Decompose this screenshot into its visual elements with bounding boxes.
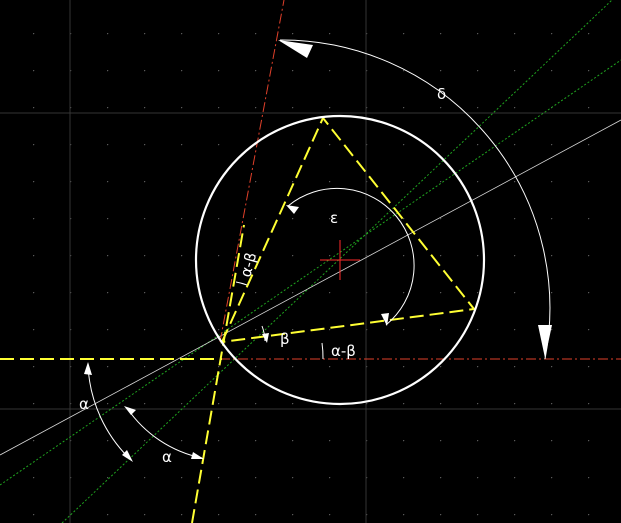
dimension-beta[interactable]: β	[261, 325, 290, 348]
dimension-epsilon[interactable]: ε	[286, 187, 415, 326]
label-alpha-left: α	[79, 395, 89, 413]
label-beta: β	[280, 330, 290, 348]
delta-arrowhead-top	[278, 40, 313, 58]
alpha-bottom-arrowhead-bottom	[191, 452, 204, 459]
label-alpha-bottom: α	[162, 448, 172, 466]
label-epsilon: ε	[330, 209, 338, 227]
dimension-alpha-bottom[interactable]: α	[124, 406, 204, 466]
beta-arrowhead	[262, 333, 269, 343]
dimension-delta[interactable]: δ	[278, 39, 552, 360]
alpha-bottom-arrowhead-top	[124, 406, 136, 415]
dimension-alpha-minus-beta-bottom[interactable]: α-β	[321, 342, 356, 360]
label-delta: δ	[437, 85, 446, 103]
circumscribed-circle[interactable]	[194, 114, 486, 406]
dimension-alpha-left[interactable]: α	[79, 362, 133, 462]
inscribed-triangle[interactable]	[220, 116, 476, 344]
construction-line-green-lower[interactable]	[0, 59, 621, 486]
circle-center-mark	[320, 240, 360, 280]
reference-line-red-inclined[interactable]	[219, 0, 285, 343]
label-alpha-minus-beta-left: α-β	[236, 250, 260, 279]
yellow-steep-line[interactable]	[191, 224, 245, 523]
epsilon-arrowhead-bottom	[381, 313, 389, 326]
label-alpha-minus-beta-bottom: α-β	[331, 342, 356, 360]
alpha-left-arrowhead-bottom	[122, 450, 133, 462]
dimension-alpha-minus-beta-left[interactable]: α-β	[235, 250, 260, 286]
construction-line-green-upper[interactable]	[61, 0, 613, 523]
epsilon-arrowhead-top	[286, 205, 299, 214]
alpha-left-arrowhead-top	[84, 362, 92, 375]
construction-line-white[interactable]	[0, 119, 621, 456]
delta-arrowhead-bottom	[538, 325, 552, 358]
